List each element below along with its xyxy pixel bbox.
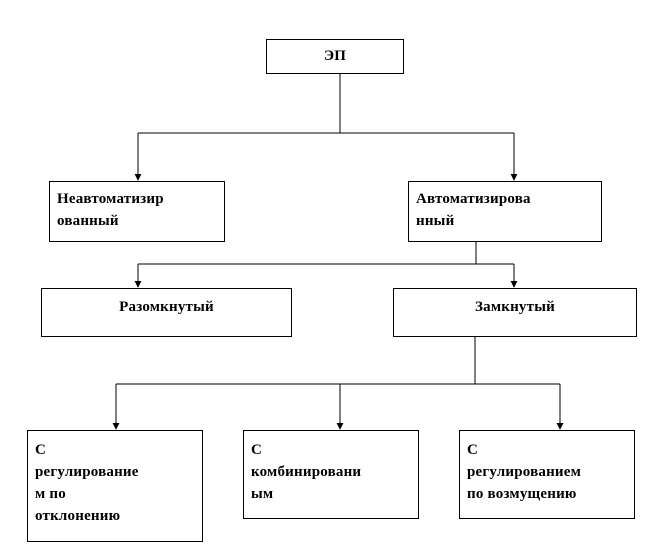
automated-node-label: Автоматизирова нный [416, 191, 531, 229]
closed-loop-node-label: Замкнутый [475, 299, 555, 315]
root-node-label: ЭП [323, 48, 347, 64]
deviation-control-node-label: С регулирование м по отклонению [35, 442, 139, 524]
combined-control-node-label: С комбинировани ым [251, 442, 362, 502]
nonautomated-node-label: Неавтоматизир ованный [57, 191, 164, 229]
closed-loop-node: Замкнутый [393, 288, 637, 337]
open-loop-node: Разомкнутый [41, 288, 292, 337]
disturbance-control-node: С регулированием по возмущению [459, 430, 635, 519]
open-loop-node-label: Разомкнутый [119, 299, 214, 315]
deviation-control-node: С регулирование м по отклонению [27, 430, 203, 542]
root-node: ЭП [266, 39, 404, 74]
automated-node: Автоматизирова нный [408, 181, 602, 242]
combined-control-node: С комбинировани ым [243, 430, 419, 519]
disturbance-control-node-label: С регулированием по возмущению [467, 442, 582, 502]
nonautomated-node: Неавтоматизир ованный [49, 181, 225, 242]
